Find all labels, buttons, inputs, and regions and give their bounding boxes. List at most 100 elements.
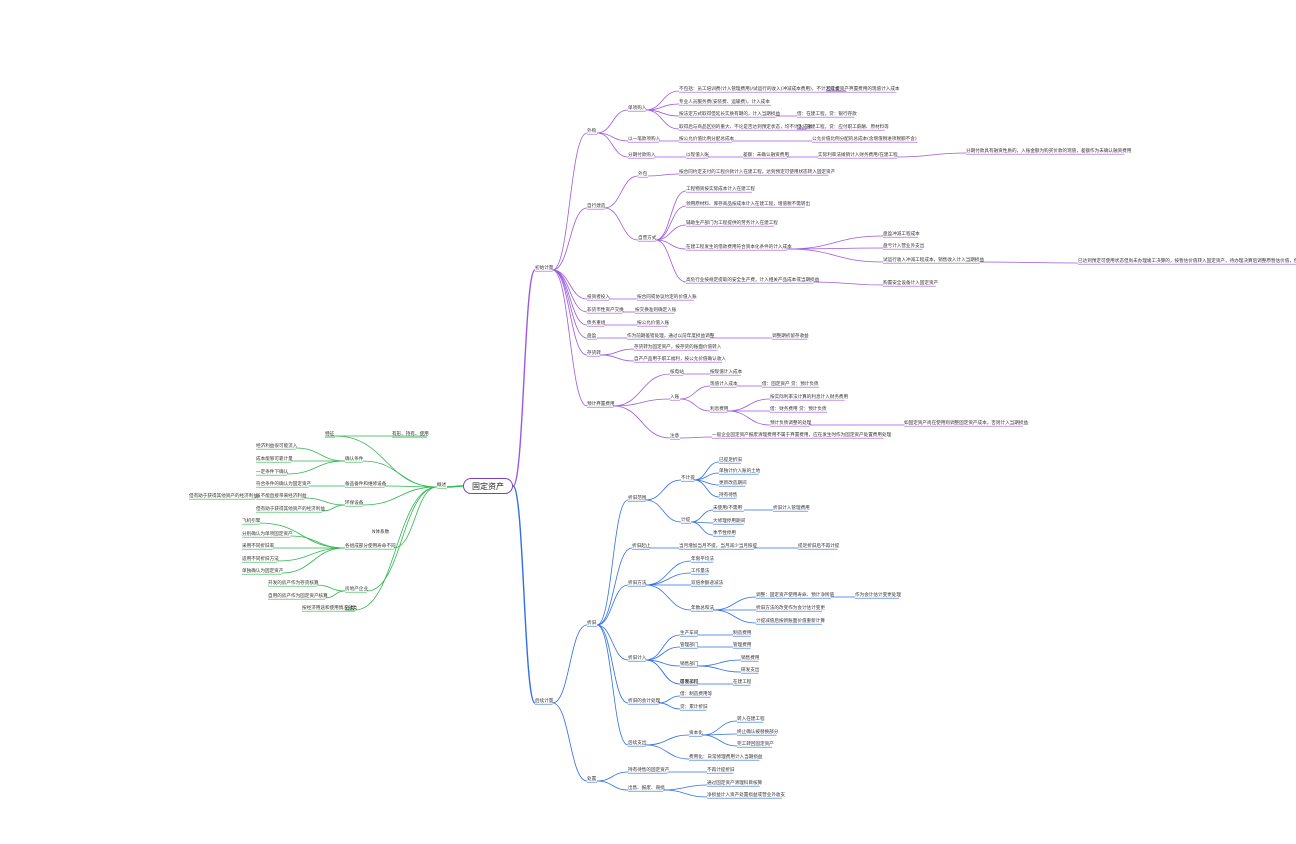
node-label-b1f[interactable]: 后续支出 (628, 739, 647, 746)
node-label-l6[interactable]: 房地产企业 (345, 585, 368, 592)
node-label-t8c[interactable]: 注意 (670, 432, 680, 439)
node-label-b1d[interactable]: 折旧计入 (628, 654, 647, 661)
node-label-b1c4a[interactable]: 调整：固定资产使用寿命、预计净残值 (756, 591, 835, 598)
node-label-t2b4b[interactable]: 盘亏计入营业外支出 (883, 242, 925, 249)
node-label-t8a[interactable]: 核电站 (670, 368, 684, 375)
node-label-t8b2cx[interactable]: 如固定资产尚在使用则调整固定资产成本，否则计入当期损益 (904, 419, 1028, 426)
node-label-b1a2[interactable]: 计提 (681, 516, 691, 523)
node-label-t8b1[interactable]: 现值计入成本 (710, 380, 738, 387)
node-label-t2b3[interactable]: 辅助生产部门为工程提供的劳务计入在建工程 (686, 219, 778, 226)
node-label-t2b4c[interactable]: 试运行收入冲减工程成本，销售收入计入当期损益 (883, 256, 984, 263)
node-label-l2[interactable]: 确认条件 (345, 455, 364, 462)
node-label-t2b5[interactable]: 高危行业按规定提取的安全生产费，计入相关产品成本或当期损益 (686, 276, 820, 283)
node-label-l2b[interactable]: 成本能够可靠计量 (256, 455, 293, 462)
node-label-t7a[interactable]: 存货转为固定资产，按存货的账面价值转入 (634, 343, 722, 350)
node-label-l2a[interactable]: 经济利益很可能流入 (256, 442, 298, 449)
node-label-b1f1a[interactable]: 转入在建工程 (737, 715, 765, 722)
node-label-l5b[interactable]: 分别确认为单项固定资产 (242, 530, 293, 537)
node-label-top-main[interactable]: 初始计量 (535, 264, 554, 271)
node-label-t8b[interactable]: 入账 (670, 393, 680, 400)
node-label-t4a[interactable]: 按交换准则确定入账 (635, 306, 677, 313)
node-label-t1a4x[interactable]: 借：在建工程，贷：应付职工薪酬、原材料等 (797, 123, 889, 130)
node-label-b1c4ax[interactable]: 作为会计估计变更处理 (855, 591, 901, 598)
node-label-t1b[interactable]: 以一笔款项购入 (628, 135, 661, 142)
node-label-l6a[interactable]: 开发的房产作为存货核算 (268, 579, 319, 586)
node-label-b1f1c[interactable]: 完工转回固定资产 (737, 740, 774, 747)
root-node[interactable]: 固定资产 (463, 478, 513, 494)
node-label-t1a1x[interactable]: 若计提资产弃置费用的现值计入成本 (826, 85, 900, 92)
node-label-b1d2x[interactable]: 管理费用 (733, 641, 752, 648)
node-label-t2b4[interactable]: 在建工程发生的借款费用符合资本化条件的计入成本 (686, 243, 792, 250)
node-label-b2b2[interactable]: 净损益计入资产处置损益或营业外收支 (707, 791, 786, 798)
node-label-t8b2c[interactable]: 预计负债调整的处理 (770, 419, 812, 426)
node-label-b1a1b[interactable]: 单独计价入账的土地 (719, 467, 761, 474)
node-label-t7[interactable]: 存货转 (587, 349, 601, 356)
node-label-b1e2[interactable]: 贷：累计折旧 (680, 703, 708, 710)
node-label-t2[interactable]: 自行建造 (587, 202, 606, 209)
node-label-b1c4[interactable]: 年数总和法 (691, 604, 714, 611)
node-label-b1d2[interactable]: 管理部门 (680, 641, 699, 648)
node-label-t6a[interactable]: 作为前期差错处理，通过以前年度损益调整 (627, 332, 715, 339)
node-label-t8c1[interactable]: 一般企业固定资产报废清理费用不属于弃置费用，应在发生时作为固定资产处置费用处理 (712, 431, 892, 438)
node-label-b1b1x[interactable]: 提足折旧后不再计提 (798, 542, 840, 549)
node-label-t5[interactable]: 债务重组 (587, 319, 606, 326)
node-label-l1a[interactable]: 有形、持有、使用 (392, 430, 429, 437)
node-label-b1d5x[interactable]: 在建工程 (733, 678, 752, 685)
node-label-l4a[interactable]: 虽不能直接带来经济利益 (256, 492, 307, 499)
node-label-t1a4[interactable]: 取得后与商品区别的重大、不论是否达到预定状态，均不计入成本 (679, 123, 813, 130)
node-label-t2b4cx[interactable]: 已达到预定可使用状态但尚未办理竣工决算的，按暂估价值转入固定资产，待办理决算后调… (1078, 257, 1296, 264)
node-label-b1d4[interactable]: 研发部门 (680, 678, 699, 685)
node-label-b1a1d[interactable]: 持有待售 (719, 491, 738, 498)
node-label-b1a2b[interactable]: 大修理停用期间 (713, 517, 746, 524)
node-label-l5[interactable]: 各组成部分使用寿命不同 (345, 542, 396, 549)
node-label-t8b2[interactable]: 利息费用 (710, 405, 729, 412)
node-label-l3[interactable]: 备品备件和维修设备 (345, 480, 387, 487)
node-label-t2a1[interactable]: 按合同约定支付的工程价款计入在建工程，达到预定可使用状态转入固定资产 (679, 168, 836, 175)
node-label-t7b[interactable]: 自产产品用于职工福利，按公允价值确认收入 (634, 355, 726, 362)
node-label-b1f2[interactable]: 费用化：日常修理费用计入当期损益 (689, 753, 763, 760)
node-label-t1[interactable]: 外购 (587, 127, 597, 134)
node-label-t1a3[interactable]: 按法定方式取得但延长实质有期的，计入当期损益 (679, 110, 780, 117)
node-label-t2b[interactable]: 自营方式 (638, 234, 657, 241)
node-label-t8b2a[interactable]: 按实际利率法计算的利息计入财务费用 (770, 393, 849, 400)
node-label-bottom-main[interactable]: 后续计量 (535, 697, 554, 704)
node-label-t2b2[interactable]: 领用原材料、库存商品按成本计入在建工程，增值税不需转出 (686, 200, 810, 207)
node-label-b1c2[interactable]: 工作量法 (691, 567, 710, 574)
node-label-b1a1c[interactable]: 更新改造期间 (719, 479, 747, 486)
node-label-t2a[interactable]: 外包 (638, 170, 648, 177)
node-label-t6ax[interactable]: 调整期初留存收益 (772, 332, 809, 339)
node-label-t6[interactable]: 盘盈 (587, 332, 597, 339)
node-label-t1c1[interactable]: 以现值入账 (686, 151, 709, 158)
node-label-b2ax[interactable]: 不再计提折旧 (707, 766, 735, 773)
node-label-b1c3[interactable]: 双倍余额递减法 (691, 579, 724, 586)
node-label-b1c[interactable]: 折旧方法 (628, 579, 647, 586)
node-label-l4c[interactable]: 但有助于获得其他资产的经济利益 (256, 505, 325, 512)
node-label-t8a1[interactable]: 按现值计入成本 (710, 368, 743, 375)
node-label-l7a[interactable]: 按经济用途和使用情况分类 (302, 604, 358, 611)
node-label-l5d[interactable]: 适用不同折旧方法 (242, 555, 279, 562)
node-label-b1d1[interactable]: 生产车间 (680, 629, 699, 636)
node-label-b1b1[interactable]: 当月增加当月不提，当月减少当月照提 (679, 542, 758, 549)
node-label-b2b[interactable]: 出售、报废、毁损 (628, 784, 665, 791)
node-label-b1c4c[interactable]: 计提减值后按新账面价值重新计算 (756, 617, 825, 624)
node-label-b1a1a[interactable]: 已提足折旧 (719, 456, 742, 463)
node-label-t3a[interactable]: 按合同或协议约定的价值入账 (637, 293, 697, 300)
node-label-t3[interactable]: 投资者投入 (587, 293, 610, 300)
node-label-b1f1[interactable]: 资本化 (689, 729, 703, 736)
node-label-b1b[interactable]: 折旧起止 (632, 542, 651, 549)
node-label-t2b4a[interactable]: 盘盈冲减工程成本 (883, 230, 920, 237)
node-label-l-main[interactable]: 概述 (437, 481, 447, 488)
node-label-b2b1[interactable]: 通过固定资产清理科目核算 (707, 779, 763, 786)
node-label-t8b1x[interactable]: 借：固定资产 贷：预计负债 (762, 380, 819, 387)
node-label-l4b[interactable]: 但有助于获得其他资产的经济利益 (189, 492, 258, 499)
node-label-t1b1[interactable]: 按公允价值比例分配总成本 (679, 135, 735, 142)
node-label-t1c4[interactable]: 分期付款具有融资性质的，入账金额为购买价款的现值，差额作为未确认融资费用 (966, 147, 1132, 154)
node-label-l3a[interactable]: 符合条件的确认为固定资产 (256, 480, 312, 487)
node-label-t5a[interactable]: 按公允价值入账 (637, 319, 670, 326)
node-label-l6b[interactable]: 自用的房产作为固定资产核算 (268, 592, 328, 599)
node-label-b1e[interactable]: 折旧的会计处理 (628, 697, 661, 704)
node-label-t1b1x[interactable]: 公允价值比例分配的总成本(含增值税进项税额不含) (812, 135, 917, 142)
node-label-l5e[interactable]: 单独确认为固定资产 (242, 567, 284, 574)
node-label-t2b5x[interactable]: 购置安全设备计入固定资产 (883, 279, 939, 286)
node-label-l4[interactable]: 环保设备 (345, 499, 364, 506)
